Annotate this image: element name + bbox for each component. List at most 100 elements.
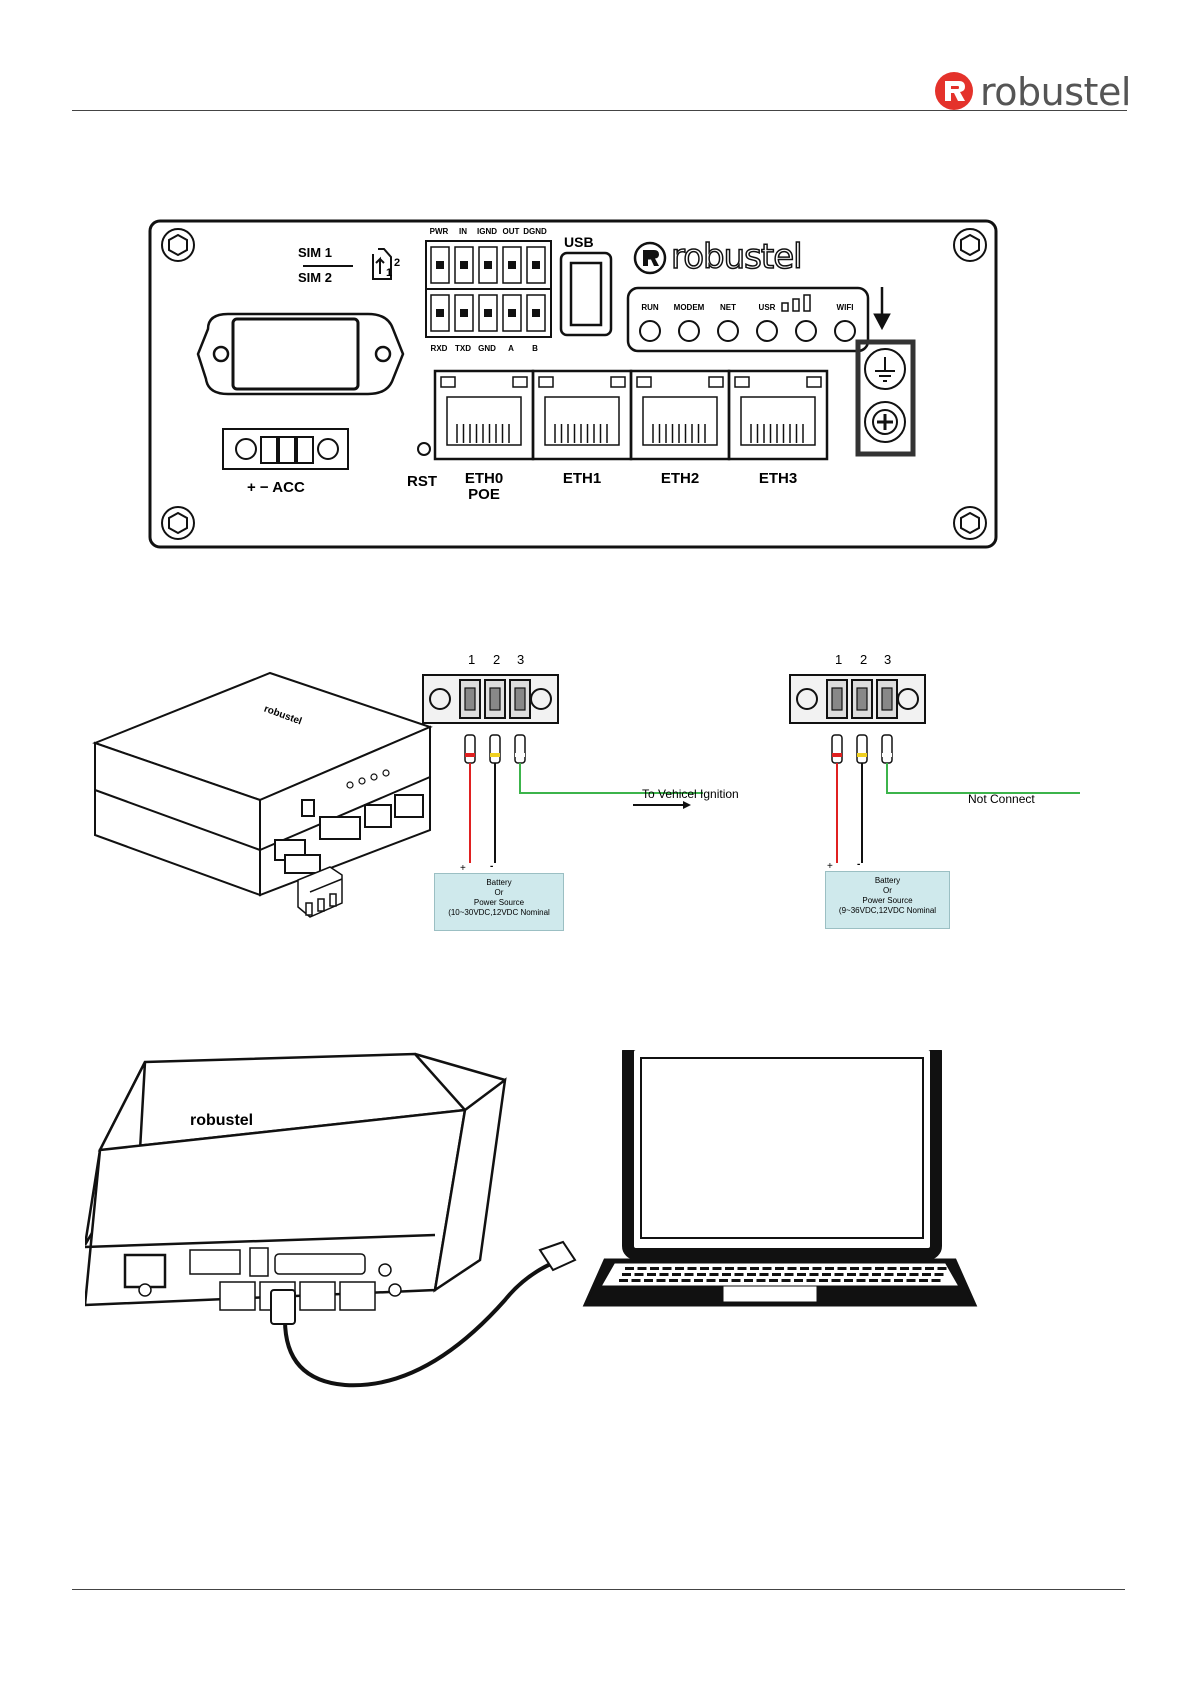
sim-mark-1: 1	[386, 267, 392, 279]
keyboard-key	[682, 1279, 691, 1282]
eth-port-label: ETH1	[533, 471, 631, 487]
keyboard-key	[838, 1267, 847, 1270]
right-box-line-2: Or	[826, 886, 949, 896]
keyboard-key	[647, 1273, 656, 1276]
keyboard-key	[622, 1273, 631, 1276]
keyboard-key	[685, 1273, 694, 1276]
left-box-line-1: Battery	[435, 878, 563, 888]
right-box-line-3: Power Source	[826, 896, 949, 906]
keyboard-key	[797, 1273, 806, 1276]
eth-port-label: ETH2	[631, 471, 729, 487]
keyboard-key	[844, 1279, 853, 1282]
keyboard-key	[744, 1279, 753, 1282]
keyboard-key	[675, 1267, 684, 1270]
connection-drawing	[85, 1050, 1075, 1420]
keyboard-key	[713, 1267, 722, 1270]
left-pin-3: 3	[517, 652, 524, 667]
keyboard-key	[688, 1267, 697, 1270]
keyboard-key	[772, 1273, 781, 1276]
panel-brand: robustel	[633, 241, 853, 277]
led-labels: RUNMODEMNETUSRWIFI	[628, 303, 868, 315]
keyboard-key	[850, 1267, 859, 1270]
sim2-label: SIM 2	[298, 270, 332, 285]
eth-port-label: ETH3	[729, 471, 827, 487]
keyboard-key	[847, 1273, 856, 1276]
router-device-illustration	[95, 673, 430, 895]
led-label: USR	[747, 303, 787, 312]
keyboard-key	[810, 1273, 819, 1276]
right-box-line-1: Battery	[826, 876, 949, 886]
keyboard-key	[619, 1279, 628, 1282]
keyboard-key	[938, 1267, 947, 1270]
wire-ferrule-icon	[857, 735, 867, 763]
router-device-illustration	[85, 1054, 505, 1310]
terminal-bottom-label: TXD	[450, 344, 476, 353]
keyboard-key	[785, 1273, 794, 1276]
left-box-line-3: Power Source	[435, 898, 563, 908]
keyboard-key	[672, 1273, 681, 1276]
keyboard-key	[910, 1273, 919, 1276]
panel-brand-text: robustel	[671, 237, 802, 277]
right-pin-1: 1	[835, 652, 842, 667]
right-wiring-diagram	[790, 675, 1080, 863]
keyboard-key	[747, 1273, 756, 1276]
keyboard-key	[872, 1273, 881, 1276]
led-label: WIFI	[825, 303, 865, 312]
keyboard-key	[819, 1279, 828, 1282]
keyboard-key	[722, 1273, 731, 1276]
header-brand-text: robustel	[980, 70, 1131, 114]
keyboard-key	[738, 1267, 747, 1270]
keyboard-key	[788, 1267, 797, 1270]
right-box-line-4: (9~36VDC,12VDC Nominal	[826, 906, 949, 916]
left-pin-2: 2	[493, 652, 500, 667]
keyboard-key	[935, 1273, 944, 1276]
right-minus: -	[857, 859, 860, 870]
keyboard-key	[697, 1273, 706, 1276]
left-box-line-2: Or	[435, 888, 563, 898]
keyboard-key	[900, 1267, 909, 1270]
terminal-top-label: IGND	[474, 227, 500, 236]
keyboard-key	[638, 1267, 647, 1270]
wire-ferrule-icon	[882, 735, 892, 763]
keyboard-key	[869, 1279, 878, 1282]
keyboard-key	[794, 1279, 803, 1282]
keyboard-key	[913, 1267, 922, 1270]
keyboard-key	[932, 1279, 941, 1282]
sim-mark-2: 2	[394, 257, 400, 269]
keyboard-key	[632, 1279, 641, 1282]
connection-device-brand-text: robustel	[190, 1112, 253, 1129]
left-wiring-diagram	[423, 675, 703, 863]
header-rule	[72, 110, 1127, 111]
keyboard-key	[707, 1279, 716, 1282]
keyboard-key	[863, 1267, 872, 1270]
keyboard-key	[875, 1267, 884, 1270]
keyboard-key	[813, 1267, 822, 1270]
keyboard-key	[719, 1279, 728, 1282]
keyboard-key	[763, 1267, 772, 1270]
terminal-top-label: DGND	[522, 227, 548, 236]
sim1-label: SIM 1	[298, 245, 332, 260]
terminal-bottom-label: RXD	[426, 344, 452, 353]
right-pin-2: 2	[860, 652, 867, 667]
front-panel-figure: SIM 1 SIM 2 1 2 PWRINIGNDOUTDGND RXDTXDG…	[148, 219, 998, 549]
keyboard-key	[800, 1267, 809, 1270]
page-header: robustel	[0, 0, 1192, 115]
terminal-bottom-label: A	[498, 344, 524, 353]
keyboard-key	[625, 1267, 634, 1270]
keyboard-key	[919, 1279, 928, 1282]
keyboard-key	[882, 1279, 891, 1282]
robustel-logo	[633, 241, 669, 277]
keyboard-key	[925, 1267, 934, 1270]
keyboard-key	[822, 1273, 831, 1276]
keyboard-key	[775, 1267, 784, 1270]
left-power-box: Battery Or Power Source (10~30VDC,12VDC …	[434, 873, 564, 931]
left-minus: -	[490, 861, 493, 872]
keyboard-key	[885, 1273, 894, 1276]
keyboard-key	[750, 1267, 759, 1270]
keyboard-key	[807, 1279, 816, 1282]
connection-device-brand: robustel	[190, 1112, 253, 1130]
keyboard-key	[888, 1267, 897, 1270]
